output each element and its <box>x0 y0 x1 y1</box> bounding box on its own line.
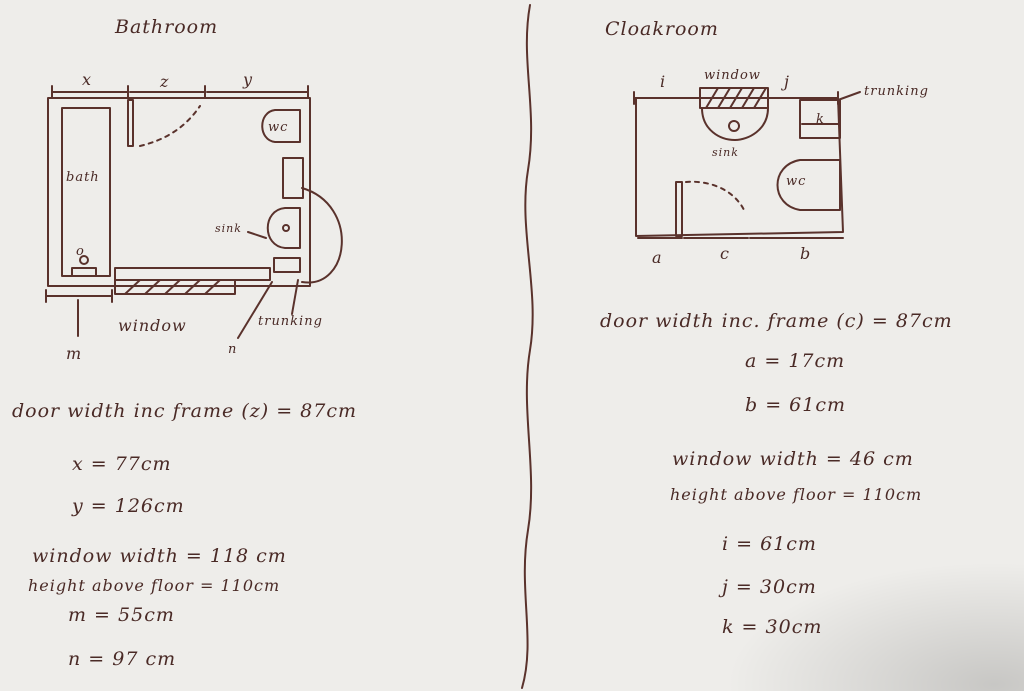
bathroom-right-door <box>282 157 304 199</box>
dim-m <box>45 289 113 303</box>
page-divider <box>521 4 534 689</box>
label-wc: wc <box>268 120 289 135</box>
cloakroom-plan <box>633 87 861 239</box>
label-sink: sink <box>215 222 242 235</box>
dim-x <box>51 85 129 99</box>
bathroom-door-leaf <box>127 99 134 147</box>
label-window: window <box>118 316 187 335</box>
photo-shadow <box>724 561 1024 691</box>
cloak-measure-3: b = 61cm <box>745 394 846 416</box>
trunking-leader <box>291 279 299 315</box>
label-trunking: trunking <box>258 314 323 329</box>
bathroom-right-door-swing <box>301 187 343 284</box>
bath-tub <box>61 107 111 277</box>
bath-measure-6: m = 55cm <box>68 604 175 626</box>
dim-z <box>129 85 206 99</box>
cloakroom-outline <box>635 97 844 237</box>
cloak-measure-2: a = 17cm <box>745 350 846 372</box>
bathroom-wc <box>261 109 301 143</box>
cloakroom-title: Cloakroom <box>605 18 719 40</box>
label-a: a <box>652 248 663 267</box>
cloak-measure-8: k = 30cm <box>722 616 823 638</box>
label-n: n <box>228 342 238 357</box>
label-j: j <box>784 72 790 91</box>
cloakroom-trunking <box>799 99 841 139</box>
dim-j <box>767 91 839 105</box>
trunking-leader-c <box>837 91 861 101</box>
label-bath: bath <box>66 170 100 185</box>
tap-circle <box>79 255 89 265</box>
label-tap: o <box>76 244 85 259</box>
label-c: c <box>720 244 730 263</box>
cloakroom-wc <box>776 159 841 211</box>
label-c-wc: wc <box>786 174 807 189</box>
bath-measure-1: door width inc frame (z) = 87cm <box>12 400 357 422</box>
label-c-sink: sink <box>712 146 739 159</box>
cloakroom-door-leaf <box>675 181 683 237</box>
cloakroom-sink <box>701 107 769 141</box>
label-c-window: window <box>704 68 761 83</box>
dim-y <box>206 85 309 99</box>
cloak-measure-5: height above floor = 110cm <box>670 485 923 504</box>
bathroom-plan <box>45 85 343 339</box>
cloak-measure-6: i = 61cm <box>722 533 817 555</box>
bath-measure-5: height above floor = 110cm <box>28 576 281 595</box>
label-c-trunking: trunking <box>864 84 929 99</box>
bathroom-window <box>114 267 271 281</box>
label-k: k <box>816 112 825 127</box>
label-m: m <box>66 344 83 363</box>
bathroom-title: Bathroom <box>115 16 219 38</box>
dim-i <box>633 91 701 105</box>
sink-arrow <box>247 231 267 239</box>
bath-measure-3: y = 126cm <box>72 495 185 517</box>
bath-measure-4: window width = 118 cm <box>32 545 287 567</box>
bath-measure-2: x = 77cm <box>72 453 172 475</box>
label-x: x <box>82 70 93 89</box>
cloak-measure-7: j = 30cm <box>722 576 817 598</box>
label-b: b <box>800 244 812 263</box>
bathroom-trunking <box>273 257 301 273</box>
bath-measure-7: n = 97 cm <box>68 648 177 670</box>
cloakroom-door-swing <box>685 180 746 213</box>
bathroom-door-swing <box>139 105 201 147</box>
bathroom-sink <box>266 207 301 249</box>
label-i: i <box>660 72 667 91</box>
n-leader <box>237 281 273 339</box>
label-y: y <box>243 70 254 89</box>
bath-tap <box>71 267 97 277</box>
cloak-measure-1: door width inc. frame (c) = 87cm <box>600 310 953 332</box>
cloak-measure-4: window width = 46 cm <box>672 448 914 470</box>
label-z: z <box>160 72 170 91</box>
